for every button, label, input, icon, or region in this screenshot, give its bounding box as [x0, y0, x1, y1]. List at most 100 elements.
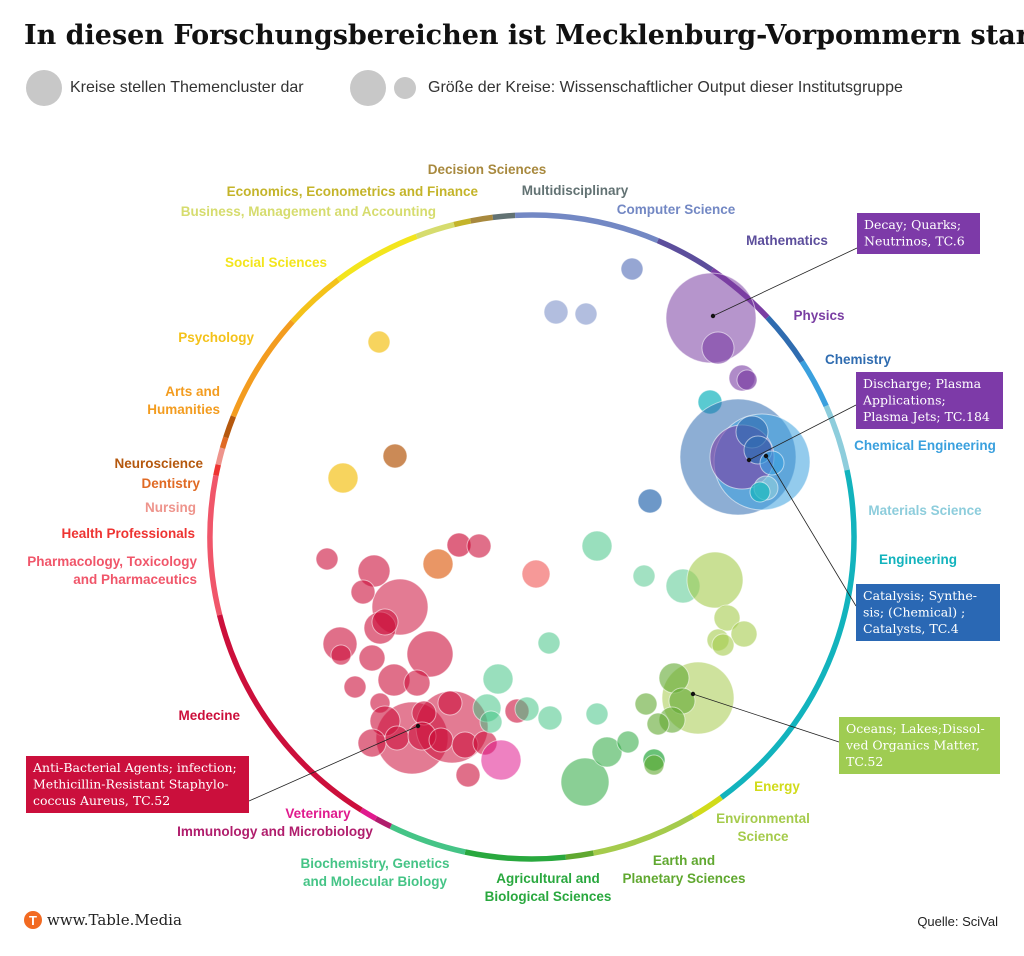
- ring-arc-energy: [691, 795, 723, 819]
- callout-leader-line: [748, 404, 857, 461]
- ring-arc-health-professionals: [213, 463, 221, 477]
- cluster-bubble-medecine[interactable]: [350, 579, 376, 605]
- ring-arc-economics-econometrics-and-finance: [453, 218, 472, 228]
- category-label-veterinary: Veterinary: [285, 806, 351, 821]
- ring-arc-dentistry: [219, 436, 229, 449]
- callout-anchor-dot: [746, 457, 752, 463]
- callout-background: [856, 372, 1003, 429]
- category-label-computer-science: Computer Science: [617, 202, 736, 217]
- legend-size: Größe der Kreise: Wissenschaftlicher Out…: [350, 70, 903, 106]
- brand-label: www.Table.Media: [47, 911, 182, 929]
- callout-anchor-dot: [763, 453, 769, 459]
- cluster-bubble-biochemistry-genetics-and-molecular-biology[interactable]: [581, 530, 613, 562]
- cluster-bubble-medecine[interactable]: [371, 608, 399, 636]
- cluster-bubble-medecine[interactable]: [403, 669, 431, 697]
- cluster-bubble-computer-science[interactable]: [543, 299, 569, 325]
- cluster-bubble-physics[interactable]: [665, 272, 757, 364]
- cluster-bubble-medecine[interactable]: [384, 725, 410, 751]
- cluster-bubble-chemical-engineering[interactable]: [759, 450, 785, 476]
- callout-anchor-dot: [690, 691, 696, 697]
- cluster-bubble-physics[interactable]: [701, 331, 735, 365]
- cluster-bubble-neuroscience[interactable]: [382, 443, 408, 469]
- callout-text: Oceans; Lakes;Dissol-ved Organics Matter…: [845, 721, 985, 769]
- ring-arc-social-sciences: [336, 233, 418, 282]
- cluster-bubble-environmental-science[interactable]: [713, 604, 741, 632]
- ring-arc-immunology-and-microbiology: [374, 816, 393, 829]
- source-label: Quelle: SciVal: [917, 914, 998, 929]
- cluster-bubble-biochemistry-genetics-and-molecular-biology[interactable]: [482, 663, 514, 695]
- cluster-bubble-medecine[interactable]: [357, 728, 387, 758]
- cluster-bubble-medecine[interactable]: [343, 675, 367, 699]
- cluster-bubble-medecine[interactable]: [406, 630, 454, 678]
- cluster-bubble-engineering[interactable]: [749, 481, 771, 503]
- cluster-bubble-health-professionals[interactable]: [521, 559, 551, 589]
- ring-arc-psychology: [290, 277, 340, 324]
- callout-leader-line: [248, 725, 419, 802]
- cluster-bubble-medecine[interactable]: [411, 700, 437, 726]
- category-label-psychology: Psychology: [178, 330, 254, 345]
- ring-arc-pharmacology-toxicology-and-pharmaceutics: [207, 475, 223, 616]
- cluster-bubble-medecine[interactable]: [466, 533, 492, 559]
- ring-arc-multidisciplinary: [492, 212, 516, 221]
- category-label-social-sciences: Social Sciences: [225, 255, 327, 270]
- ring-arc-agricultural-and-biological-sciences: [464, 849, 566, 862]
- cluster-bubble-agricultural-and-biological-sciences[interactable]: [560, 757, 610, 807]
- callout-leader-line: [765, 455, 857, 607]
- cluster-bubble-chemistry[interactable]: [637, 488, 663, 514]
- ring-arc-chemistry: [765, 315, 805, 364]
- cluster-bubble-biochemistry-genetics-and-molecular-biology[interactable]: [537, 705, 563, 731]
- ring-arc-veterinary: [359, 807, 378, 822]
- footer-brand: T www.Table.Media: [24, 911, 182, 929]
- cluster-bubble-biochemistry-genetics-and-molecular-biology[interactable]: [632, 564, 656, 588]
- cluster-bubble-medecine[interactable]: [315, 547, 339, 571]
- legend-small-dot-icon: [394, 77, 416, 99]
- cluster-bubble-medecine[interactable]: [437, 690, 463, 716]
- cluster-bubble-earth-and-planetary-sciences[interactable]: [634, 692, 658, 716]
- callout-box: Decay; Quarks;Neutrinos, TC.6: [857, 213, 980, 254]
- ring-arc-biochemistry-genetics-and-molecular-biology: [389, 823, 466, 855]
- category-label-medecine: Medecine: [178, 708, 240, 723]
- cluster-bubble-medecine[interactable]: [455, 762, 481, 788]
- callout-box: Catalysis; Synthe-sis; (Chemical) ;Catal…: [856, 584, 1000, 641]
- ring-arc-computer-science: [514, 212, 659, 244]
- cluster-bubble-computer-science[interactable]: [574, 302, 598, 326]
- callout-text: Catalysis; Synthe-sis; (Chemical) ;Catal…: [863, 588, 977, 636]
- category-label-chemical-engineering: Chemical Engineering: [854, 438, 996, 453]
- cluster-bubble-computer-science[interactable]: [620, 257, 644, 281]
- cluster-bubble-biochemistry-genetics-and-molecular-biology[interactable]: [514, 696, 540, 722]
- cluster-bubble-medecine[interactable]: [358, 644, 386, 672]
- ring-arc-environmental-science: [592, 813, 695, 856]
- ring-arc-arts-and-humanities: [230, 319, 295, 418]
- legend-clusters: Kreise stellen Themencluster dar: [26, 70, 304, 106]
- cluster-bubble-earth-and-planetary-sciences[interactable]: [646, 712, 670, 736]
- category-labels: Decision SciencesMultidisciplinaryComput…: [27, 162, 996, 904]
- cluster-bubble-veterinary[interactable]: [480, 739, 522, 781]
- cluster-bubble-biochemistry-genetics-and-molecular-biology[interactable]: [585, 702, 609, 726]
- cluster-bubble-psychology[interactable]: [327, 462, 359, 494]
- bubble-layer: [315, 257, 811, 807]
- cluster-bubble-biochemistry-genetics-and-molecular-biology[interactable]: [479, 710, 503, 734]
- callout-leaders: [248, 247, 858, 802]
- callout-box: Oceans; Lakes;Dissol-ved Organics Matter…: [839, 717, 1000, 774]
- cluster-bubble-dentistry[interactable]: [422, 548, 454, 580]
- cluster-bubble-agricultural-and-biological-sciences[interactable]: [591, 736, 623, 768]
- cluster-bubble-psychology[interactable]: [367, 330, 391, 354]
- cluster-bubble-medecine[interactable]: [330, 644, 352, 666]
- cluster-bubble-environmental-science[interactable]: [730, 620, 758, 648]
- cluster-bubble-environmental-science[interactable]: [686, 551, 744, 609]
- ring-arc-decision-sciences: [470, 214, 494, 224]
- cluster-bubble-agricultural-and-biological-sciences[interactable]: [616, 730, 640, 754]
- category-label-mathematics: Mathematics: [746, 233, 828, 248]
- cluster-bubble-medecine[interactable]: [428, 727, 454, 753]
- cluster-bubble-earth-and-planetary-sciences[interactable]: [643, 754, 665, 776]
- cluster-bubble-biochemistry-genetics-and-molecular-biology[interactable]: [537, 631, 561, 655]
- cluster-bubble-physics[interactable]: [736, 369, 758, 391]
- callout-background: [856, 584, 1000, 641]
- ring-arc-engineering: [719, 469, 857, 800]
- category-label-engineering: Engineering: [879, 552, 957, 567]
- cluster-bubble-environmental-science[interactable]: [711, 633, 735, 657]
